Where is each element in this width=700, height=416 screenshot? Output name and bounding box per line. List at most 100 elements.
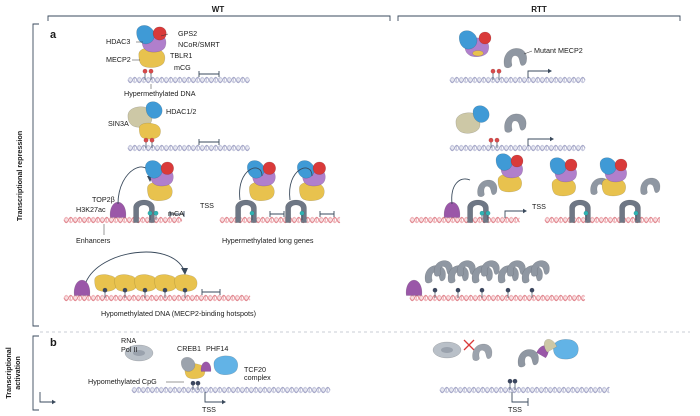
enhancer-wt <box>109 201 127 219</box>
label-hypermethylated-long-genes: Hypermethylated long genes <box>222 236 314 245</box>
gps2-protein <box>312 161 327 176</box>
label-mca: mCA <box>168 209 184 218</box>
panel-label-a: a <box>50 29 57 41</box>
repression-longgene-wt-3 <box>319 211 335 217</box>
enhancer-loop-rtt <box>451 178 471 205</box>
dna-row2-wt <box>127 144 250 152</box>
label-hdac1-2: HDAC1/2 <box>166 107 196 116</box>
panel-label-b: b <box>50 337 57 349</box>
activation-arrow-b-wt <box>204 392 226 405</box>
mca-mark-wt-2 <box>153 210 159 220</box>
tcf20-complex <box>213 355 239 376</box>
dna-b-rtt <box>439 386 610 394</box>
side-label-activation-1: Transcriptional <box>4 347 13 399</box>
mcg-mark-row2-rtt-1 <box>488 137 494 148</box>
mca-mark-rtt-1 <box>479 210 485 220</box>
gps2-protein <box>262 161 277 176</box>
activation-longgene-rtt <box>504 208 527 218</box>
label-hypermethylated-dna: Hypermethylated DNA <box>124 89 196 98</box>
label-ncor: NCoR/SMRT <box>178 40 220 49</box>
repression-longgene-wt <box>169 211 185 217</box>
mcg-mark-row2-2 <box>149 137 155 148</box>
failed-activation-rtt <box>432 336 579 390</box>
repression-row1-wt <box>198 71 220 77</box>
label-tss-b-rtt: TSS <box>508 405 522 414</box>
mcg-mark-row2-1 <box>143 137 149 148</box>
gps2-protein <box>152 26 167 41</box>
repression-b-rtt <box>511 392 529 406</box>
mecp2-sin3a <box>138 122 162 140</box>
label-tss-rtt: TSS <box>532 202 546 211</box>
corepressor-complex-wt <box>136 24 167 69</box>
mutant-hotspot-clusters-rtt <box>424 260 550 298</box>
label-rna-pol-2: Pol II <box>121 345 137 354</box>
mca-mark-wt-4 <box>299 210 305 220</box>
mca-mark-wt-1 <box>147 210 153 220</box>
mcg-mark-wt-1 <box>142 68 148 80</box>
mca-mark-rtt-2 <box>485 210 491 220</box>
enhancer-rtt <box>443 201 461 219</box>
phf14-protein <box>200 361 212 372</box>
activation-bracket <box>32 335 39 411</box>
gps2-protein <box>614 158 628 172</box>
gps2-rtt <box>478 31 492 45</box>
dna-row4-wt <box>63 294 251 302</box>
tcf20-rtt <box>552 338 579 360</box>
repression-bracket <box>32 23 39 327</box>
label-h3k27ac: H3K27ac <box>76 205 106 214</box>
label-top2b: TOP2β <box>92 195 115 204</box>
enhancer-row4-wt <box>73 279 91 297</box>
mca-mark-rtt-3 <box>583 210 589 220</box>
mcg-mark-row2-rtt-2 <box>494 137 500 148</box>
column-title-rtt: RTT <box>531 5 547 14</box>
tblr1-rtt <box>472 50 484 57</box>
sin3a-complex-wt <box>127 101 163 140</box>
mutant-mecp2-row3-c <box>640 177 661 196</box>
creb1-protein <box>180 356 196 372</box>
label-tcf20-1: TCF20 <box>244 365 266 374</box>
complex-longgene-wt-3 <box>296 160 327 202</box>
hotspot-loop-wt <box>85 251 188 283</box>
side-label-repression: Transcriptional repression <box>15 131 24 221</box>
dissociated-complex-rtt <box>458 30 492 58</box>
label-creb1: CREB1 <box>177 344 201 353</box>
mutant-mecp2-b <box>517 348 540 368</box>
dna-b-wt <box>131 386 331 394</box>
repression-longgene-wt-2 <box>269 211 285 217</box>
complex-free-rtt-2 <box>549 157 578 197</box>
mecp2-hotspot-clusters-wt <box>94 274 198 298</box>
gps2-protein <box>160 161 175 176</box>
hdac3-protein <box>136 24 155 45</box>
label-tcf20-2: complex <box>244 373 271 382</box>
hdac3-protein <box>599 157 617 176</box>
hdac3-protein <box>495 153 513 172</box>
mutant-mecp2-row2 <box>503 113 527 133</box>
column-title-wt: WT <box>212 5 225 14</box>
mutant-mecp2-row1 <box>503 47 528 69</box>
gps2-protein <box>510 154 524 168</box>
hdac3-protein <box>144 160 163 179</box>
repression-row4-wt <box>201 289 221 295</box>
mcg-mark-rtt-2 <box>496 68 502 80</box>
hdac3-rtt <box>458 30 478 50</box>
label-rna-pol-1: RNA <box>121 336 136 345</box>
label-gps2: GPS2 <box>178 29 197 38</box>
activation-row1-rtt <box>527 68 552 78</box>
repression-row2-wt <box>198 139 220 145</box>
label-tss-b-wt: TSS <box>202 405 216 414</box>
dna-row1-rtt <box>449 76 586 84</box>
label-hypomethylated-cpg: Hypomethylated CpG <box>88 377 157 386</box>
label-mecp2: MECP2 <box>106 55 131 64</box>
enhancer-row4-rtt <box>405 279 423 297</box>
wt-bracket <box>47 15 391 21</box>
mcg-mark-wt-2 <box>148 68 154 80</box>
mca-mark-wt-3 <box>249 210 255 220</box>
label-mutant-mecp2: Mutant MECP2 <box>534 46 583 55</box>
creb1-rtt <box>472 343 493 362</box>
side-label-activation-2: activation <box>13 356 22 390</box>
rtt-bracket <box>397 15 681 21</box>
mcg-mark-rtt-1 <box>490 68 496 80</box>
label-enhancers: Enhancers <box>76 236 111 245</box>
activation-row2-rtt <box>527 136 554 146</box>
